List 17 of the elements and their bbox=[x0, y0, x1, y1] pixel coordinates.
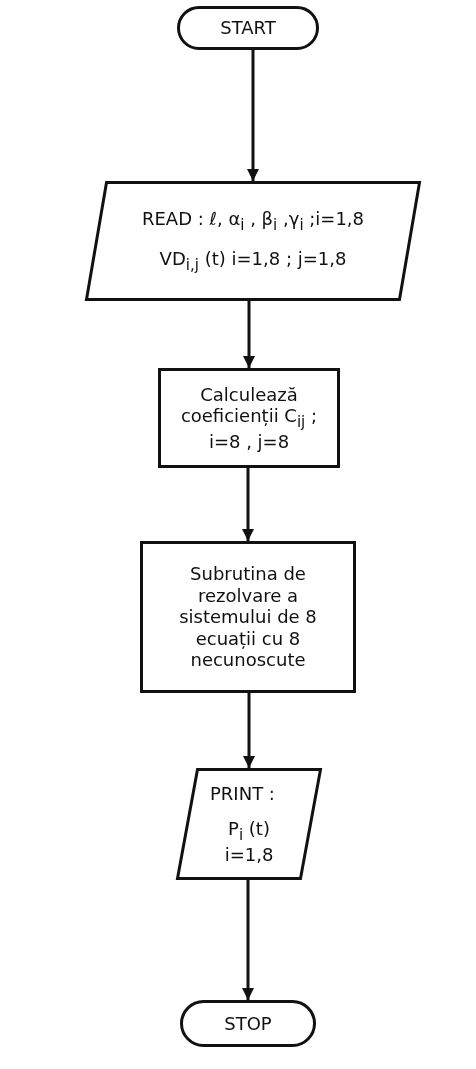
node-label: READ : ℓ, α$_{i}$ , β$_{i}$ ,γ$_{i}$ ;i=1,8 bbox=[141, 208, 365, 234]
arrow bbox=[243, 301, 255, 368]
arrow bbox=[243, 693, 255, 768]
arrow bbox=[242, 468, 254, 541]
node-label: Subrutina de rezolvare a sistemului de 8 ecuații cu 8 necunoscute bbox=[178, 563, 318, 671]
node-label: P$_{i}$ (t) i=1,8 bbox=[223, 818, 275, 866]
arrow bbox=[242, 880, 254, 1000]
node-label: STOP bbox=[224, 1012, 272, 1035]
input-output-parallelogram bbox=[176, 768, 322, 880]
node-label: VD$_{i,j}$ (t) i=1,8 ; j=1,8 bbox=[159, 248, 347, 274]
node-label: START bbox=[220, 17, 276, 39]
arrow bbox=[247, 50, 259, 181]
process-box bbox=[158, 368, 340, 468]
process-box bbox=[140, 541, 356, 693]
node-label: Calculează coeficienții C$_{ij}$ ; i=8 , j=8 bbox=[179, 383, 319, 453]
input-output-parallelogram bbox=[85, 181, 421, 301]
node-label: PRINT : bbox=[210, 782, 276, 805]
